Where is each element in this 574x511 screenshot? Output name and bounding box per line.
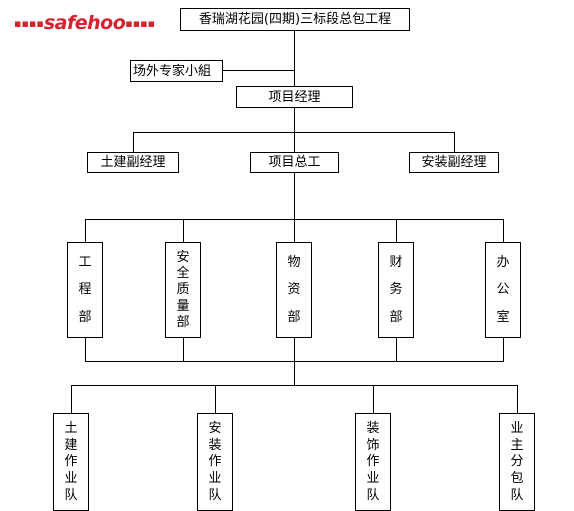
vertical-label-char: 土 — [64, 420, 78, 436]
deputy-box-installation: 安装副经理 — [409, 152, 499, 173]
vertical-label-char: 业 — [64, 471, 78, 487]
watermark-left-dots: ▪▪▪▪ — [14, 17, 44, 30]
vertical-label-char: 程 — [78, 282, 92, 298]
vertical-label-char: 包 — [510, 471, 524, 487]
dept-box-materials: 物资部 — [276, 242, 312, 338]
vertical-label-char: 队 — [64, 488, 78, 504]
dept-box-engineering: 工程部 — [67, 242, 103, 338]
vertical-label-char: 作 — [64, 454, 78, 470]
root-project-box: 香瑞湖花园(四期)三标段总包工程 — [180, 8, 410, 31]
vertical-label-char: 工 — [78, 255, 92, 271]
dept-box-safety-quality: 安全质量部 — [165, 242, 201, 338]
expert-group-box: 场外专家小組 — [130, 60, 223, 82]
vertical-label-char: 队 — [366, 488, 380, 504]
vertical-label-char: 安 — [208, 420, 222, 436]
watermark-right-dots: ▪▪▪▪ — [125, 17, 156, 30]
deputy-label: 土建副经理 — [100, 155, 166, 170]
project-manager-box: 项目经理 — [236, 86, 353, 108]
deputy-label: 安装副经理 — [421, 155, 487, 170]
vertical-label-char: 业 — [208, 471, 222, 487]
vertical-label-char: 务 — [389, 282, 403, 298]
vertical-label-char: 作 — [208, 454, 222, 470]
vertical-label-char: 装 — [208, 437, 222, 453]
vertical-label-char: 部 — [78, 309, 92, 325]
vertical-label-char: 部 — [176, 315, 190, 331]
project-manager-label: 项目经理 — [268, 89, 321, 105]
watermark-brand-text: safehoo — [43, 12, 126, 34]
vertical-label-char: 队 — [510, 488, 524, 504]
safehoo-watermark-logo: ▪▪▪▪safehoo▪▪▪▪ — [14, 12, 155, 34]
vertical-label-char: 建 — [64, 437, 78, 453]
vertical-label-char: 公 — [496, 282, 510, 298]
vertical-label-char: 业 — [510, 420, 524, 436]
deputy-box-civil: 土建副经理 — [87, 152, 179, 173]
vertical-label-char: 部 — [389, 309, 403, 325]
team-box-decoration: 装饰作业队 — [355, 413, 391, 511]
root-project-label: 香瑞湖花园(四期)三标段总包工程 — [198, 12, 392, 27]
vertical-label-char: 资 — [287, 282, 301, 298]
vertical-label-char: 质 — [176, 282, 190, 298]
team-box-installation: 安装作业队 — [197, 413, 233, 511]
deputy-label: 项目总工 — [268, 155, 321, 170]
vertical-label-char: 队 — [208, 488, 222, 504]
deputy-box-chief-engineer: 项目总工 — [250, 152, 339, 173]
vertical-label-char: 全 — [176, 266, 190, 282]
vertical-label-char: 物 — [287, 255, 301, 271]
vertical-label-char: 作 — [366, 454, 380, 470]
vertical-label-char: 主 — [510, 437, 524, 453]
team-box-civil: 土建作业队 — [53, 413, 89, 511]
dept-box-finance: 财务部 — [378, 242, 414, 338]
dept-box-office: 办公室 — [485, 242, 521, 338]
vertical-label-char: 量 — [176, 298, 190, 314]
vertical-label-char: 饰 — [366, 437, 380, 453]
vertical-label-char: 业 — [366, 471, 380, 487]
vertical-label-char: 室 — [496, 309, 510, 325]
vertical-label-char: 财 — [389, 255, 403, 271]
vertical-label-char: 办 — [496, 255, 510, 271]
vertical-label-char: 部 — [287, 309, 301, 325]
vertical-label-char: 装 — [366, 420, 380, 436]
vertical-label-char: 安 — [176, 249, 190, 265]
vertical-label-char: 分 — [510, 454, 524, 470]
team-box-owner-subcontract: 业主分包队 — [499, 413, 535, 511]
expert-group-label: 场外专家小組 — [133, 63, 212, 79]
